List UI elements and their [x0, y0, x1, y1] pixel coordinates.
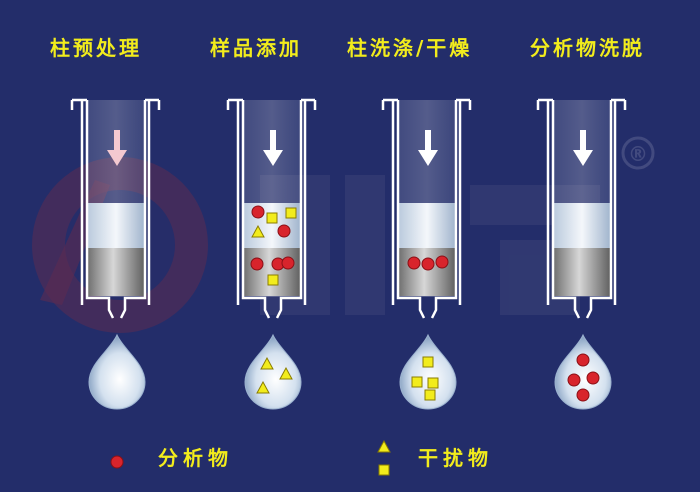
flange-edges	[226, 100, 317, 110]
arrow-head	[107, 150, 127, 166]
legend-interferent-square	[378, 464, 390, 476]
sorbent-bed	[553, 248, 611, 296]
liquid-layer	[398, 203, 456, 248]
spe-column-2	[226, 98, 317, 410]
left-wall	[551, 100, 581, 319]
arrow-head	[418, 150, 438, 166]
flow-arrow-icon	[107, 130, 127, 166]
column-frame	[226, 98, 317, 319]
flange-edges	[381, 100, 472, 110]
outer-walls	[546, 100, 617, 305]
column-frame	[536, 98, 627, 319]
outer-walls	[236, 100, 307, 305]
drop-interferent-particle	[279, 366, 293, 380]
arrow-shaft	[580, 130, 586, 152]
legend-analyte-marker	[110, 455, 124, 469]
step-title-sample-loading: 样品添加	[210, 36, 302, 60]
spe-column-4	[536, 98, 627, 410]
drop-interferent-particle	[256, 380, 270, 394]
arrow-head	[573, 150, 593, 166]
left-wall	[396, 100, 426, 319]
interferent-particle	[285, 207, 297, 219]
right-wall	[119, 100, 147, 319]
eluate-droplet	[88, 333, 146, 410]
eluate-droplet	[554, 333, 612, 410]
arrow-head	[263, 150, 283, 166]
sorbent-bed	[87, 248, 145, 296]
step-title-washing-drying: 柱洗涤/干燥	[347, 36, 473, 60]
analyte-particle	[421, 257, 435, 271]
analyte-particle	[250, 257, 264, 271]
column-frame	[70, 98, 161, 319]
drop-analyte-particle	[586, 371, 600, 385]
liquid-layer	[553, 203, 611, 248]
step-title-conditioning: 柱预处理	[50, 36, 142, 60]
drop-interferent-particle	[427, 377, 439, 389]
outer-walls	[80, 100, 151, 305]
left-wall	[85, 100, 115, 319]
drop-analyte-particle	[576, 388, 590, 402]
interferent-particle	[266, 212, 278, 224]
right-wall	[430, 100, 458, 319]
drop-interferent-particle	[422, 356, 434, 368]
analyte-particle	[281, 256, 295, 270]
right-wall	[275, 100, 303, 319]
flow-arrow-icon	[263, 130, 283, 166]
analyte-particle	[277, 224, 291, 238]
spe-column-3	[381, 98, 472, 410]
arrow-shaft	[114, 130, 120, 152]
flange-edges	[536, 100, 627, 110]
flow-arrow-icon	[573, 130, 593, 166]
eluate-droplet	[244, 333, 302, 410]
legend-interferent-triangle	[377, 439, 391, 453]
drop-analyte-particle	[576, 353, 590, 367]
eluate-droplet	[399, 333, 457, 410]
svg-text:®: ®	[628, 142, 648, 166]
interferent-particle	[267, 274, 279, 286]
spe-column-1	[70, 98, 161, 410]
analyte-particle	[407, 256, 421, 270]
legend-label-interferent: 干扰物	[418, 446, 493, 470]
drop-interferent-particle	[424, 389, 436, 401]
left-wall	[241, 100, 271, 319]
drop-interferent-particle	[411, 376, 423, 388]
right-wall	[585, 100, 613, 319]
interferent-particle	[251, 224, 265, 238]
sorbent-bed	[243, 248, 301, 296]
arrow-shaft	[425, 130, 431, 152]
drop-analyte-particle	[567, 373, 581, 387]
legend-label-analyte: 分析物	[158, 446, 233, 470]
flange-edges	[70, 100, 161, 110]
registered-mark: ®	[621, 136, 655, 170]
flow-arrow-icon	[418, 130, 438, 166]
step-title-elution: 分析物洗脱	[530, 36, 645, 60]
outer-walls	[391, 100, 462, 305]
column-frame	[381, 98, 472, 319]
liquid-layer	[87, 203, 145, 248]
sorbent-bed	[398, 248, 456, 296]
analyte-particle	[435, 255, 449, 269]
arrow-shaft	[270, 130, 276, 152]
analyte-particle	[251, 205, 265, 219]
drop-interferent-particle	[260, 356, 274, 370]
